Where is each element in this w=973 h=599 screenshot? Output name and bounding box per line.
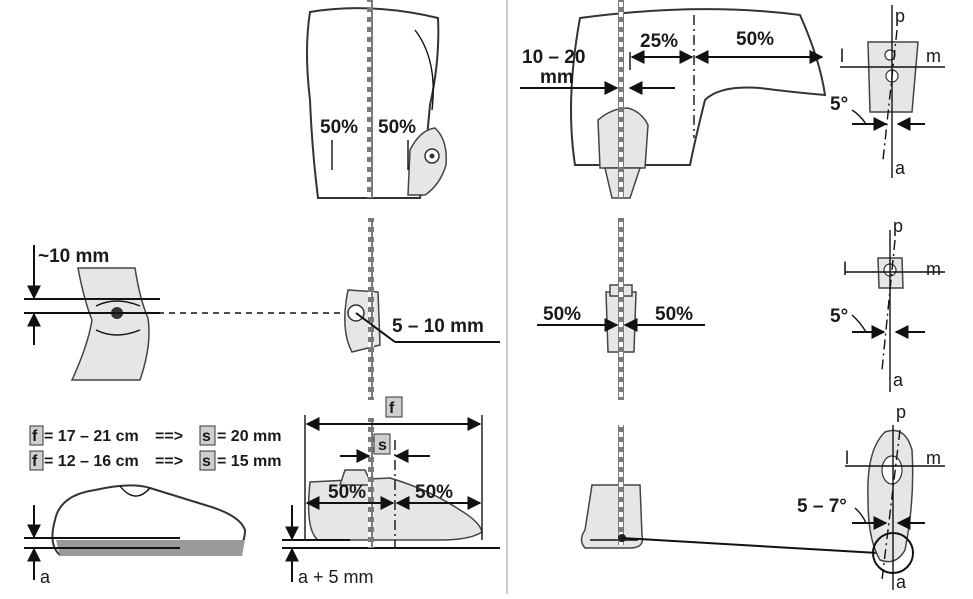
- plumb-line-top-left: [367, 0, 373, 198]
- label-tr-l: l: [840, 46, 844, 66]
- shoe-icon: [51, 484, 247, 556]
- label-knee-shift: 5 – 10 mm: [392, 316, 484, 337]
- knee-joint-icon: [407, 127, 448, 196]
- rule1-result-var: s: [202, 428, 211, 445]
- socket-top-plate: [867, 41, 919, 113]
- label-mr-angle: 5°: [830, 306, 848, 327]
- socket-frontal-view: [306, 7, 448, 199]
- rule2-range: = 12 – 16 cm: [44, 453, 139, 470]
- rule2-result-var: s: [202, 453, 211, 470]
- label-mid-50-right: 50%: [655, 304, 693, 325]
- angle-leader-bottom: [854, 507, 867, 524]
- label-tr-p: p: [895, 6, 905, 26]
- label-foot-s: s: [378, 437, 387, 454]
- label-socket-25: 25%: [640, 31, 678, 52]
- rule2-arrow: ==>: [155, 453, 183, 470]
- plumb-line-middle-right: [618, 218, 624, 400]
- knee-side-view: [70, 267, 150, 381]
- label-socket-offset-unit: mm: [540, 67, 574, 88]
- rule1-var: f: [32, 428, 38, 445]
- angle-leader-mid: [851, 314, 867, 333]
- plumb-line-bottom-right: [618, 425, 624, 545]
- label-mr-p: p: [893, 216, 903, 236]
- rule1-result: = 20 mm: [217, 428, 281, 445]
- label-tr-m: m: [926, 46, 941, 66]
- leader-foot-to-sole: [621, 537, 879, 554]
- label-top-left-50-left: 50%: [320, 117, 358, 138]
- rule-1: f = 17 – 21 cm ==> s = 20 mm: [29, 425, 281, 446]
- label-br-a: a: [896, 572, 907, 592]
- label-br-angle: 5 – 7°: [797, 496, 847, 517]
- plumb-line-foot: [368, 418, 374, 548]
- label-tr-angle: 5°: [830, 94, 848, 115]
- label-mr-l: l: [843, 259, 847, 279]
- rule2-result: = 15 mm: [217, 453, 281, 470]
- label-mr-m: m: [926, 259, 941, 279]
- rule1-range: = 17 – 21 cm: [44, 428, 139, 445]
- label-mid-50-left: 50%: [543, 304, 581, 325]
- angle-leader-top: [851, 109, 867, 125]
- label-br-p: p: [896, 402, 906, 422]
- label-knee-offset: ~10 mm: [38, 246, 109, 267]
- rule1-arrow: ==>: [155, 428, 183, 445]
- axis-tilt-mid: [881, 239, 896, 371]
- label-socket-50: 50%: [736, 29, 774, 50]
- foot-sole-view: [867, 429, 914, 574]
- foot-frontal-view: [580, 484, 644, 549]
- label-top-left-50-right: 50%: [378, 117, 416, 138]
- label-br-l: l: [845, 448, 849, 468]
- plumb-line-middle-left: [368, 218, 374, 400]
- axis-tilt-bottom: [881, 429, 901, 581]
- plumb-line-top-right: [618, 0, 624, 198]
- rule-2: f = 12 – 16 cm ==> s = 15 mm: [29, 450, 281, 471]
- axis-tilt-top: [882, 29, 898, 161]
- socket-side-view: [570, 8, 827, 199]
- label-socket-offset: 10 – 20: [522, 47, 585, 68]
- leader-knee-shift: [355, 312, 396, 343]
- rule2-var: f: [32, 453, 38, 470]
- label-mr-a: a: [893, 370, 904, 390]
- label-tr-a: a: [895, 158, 906, 178]
- label-shoe-a: a: [40, 567, 51, 587]
- knee-joint-side: [344, 289, 381, 353]
- label-br-m: m: [926, 448, 941, 468]
- label-foot-50-right: 50%: [415, 482, 453, 503]
- label-foot-f: f: [389, 400, 395, 417]
- label-heel-a5: a + 5 mm: [298, 567, 374, 587]
- label-foot-50-left: 50%: [328, 482, 366, 503]
